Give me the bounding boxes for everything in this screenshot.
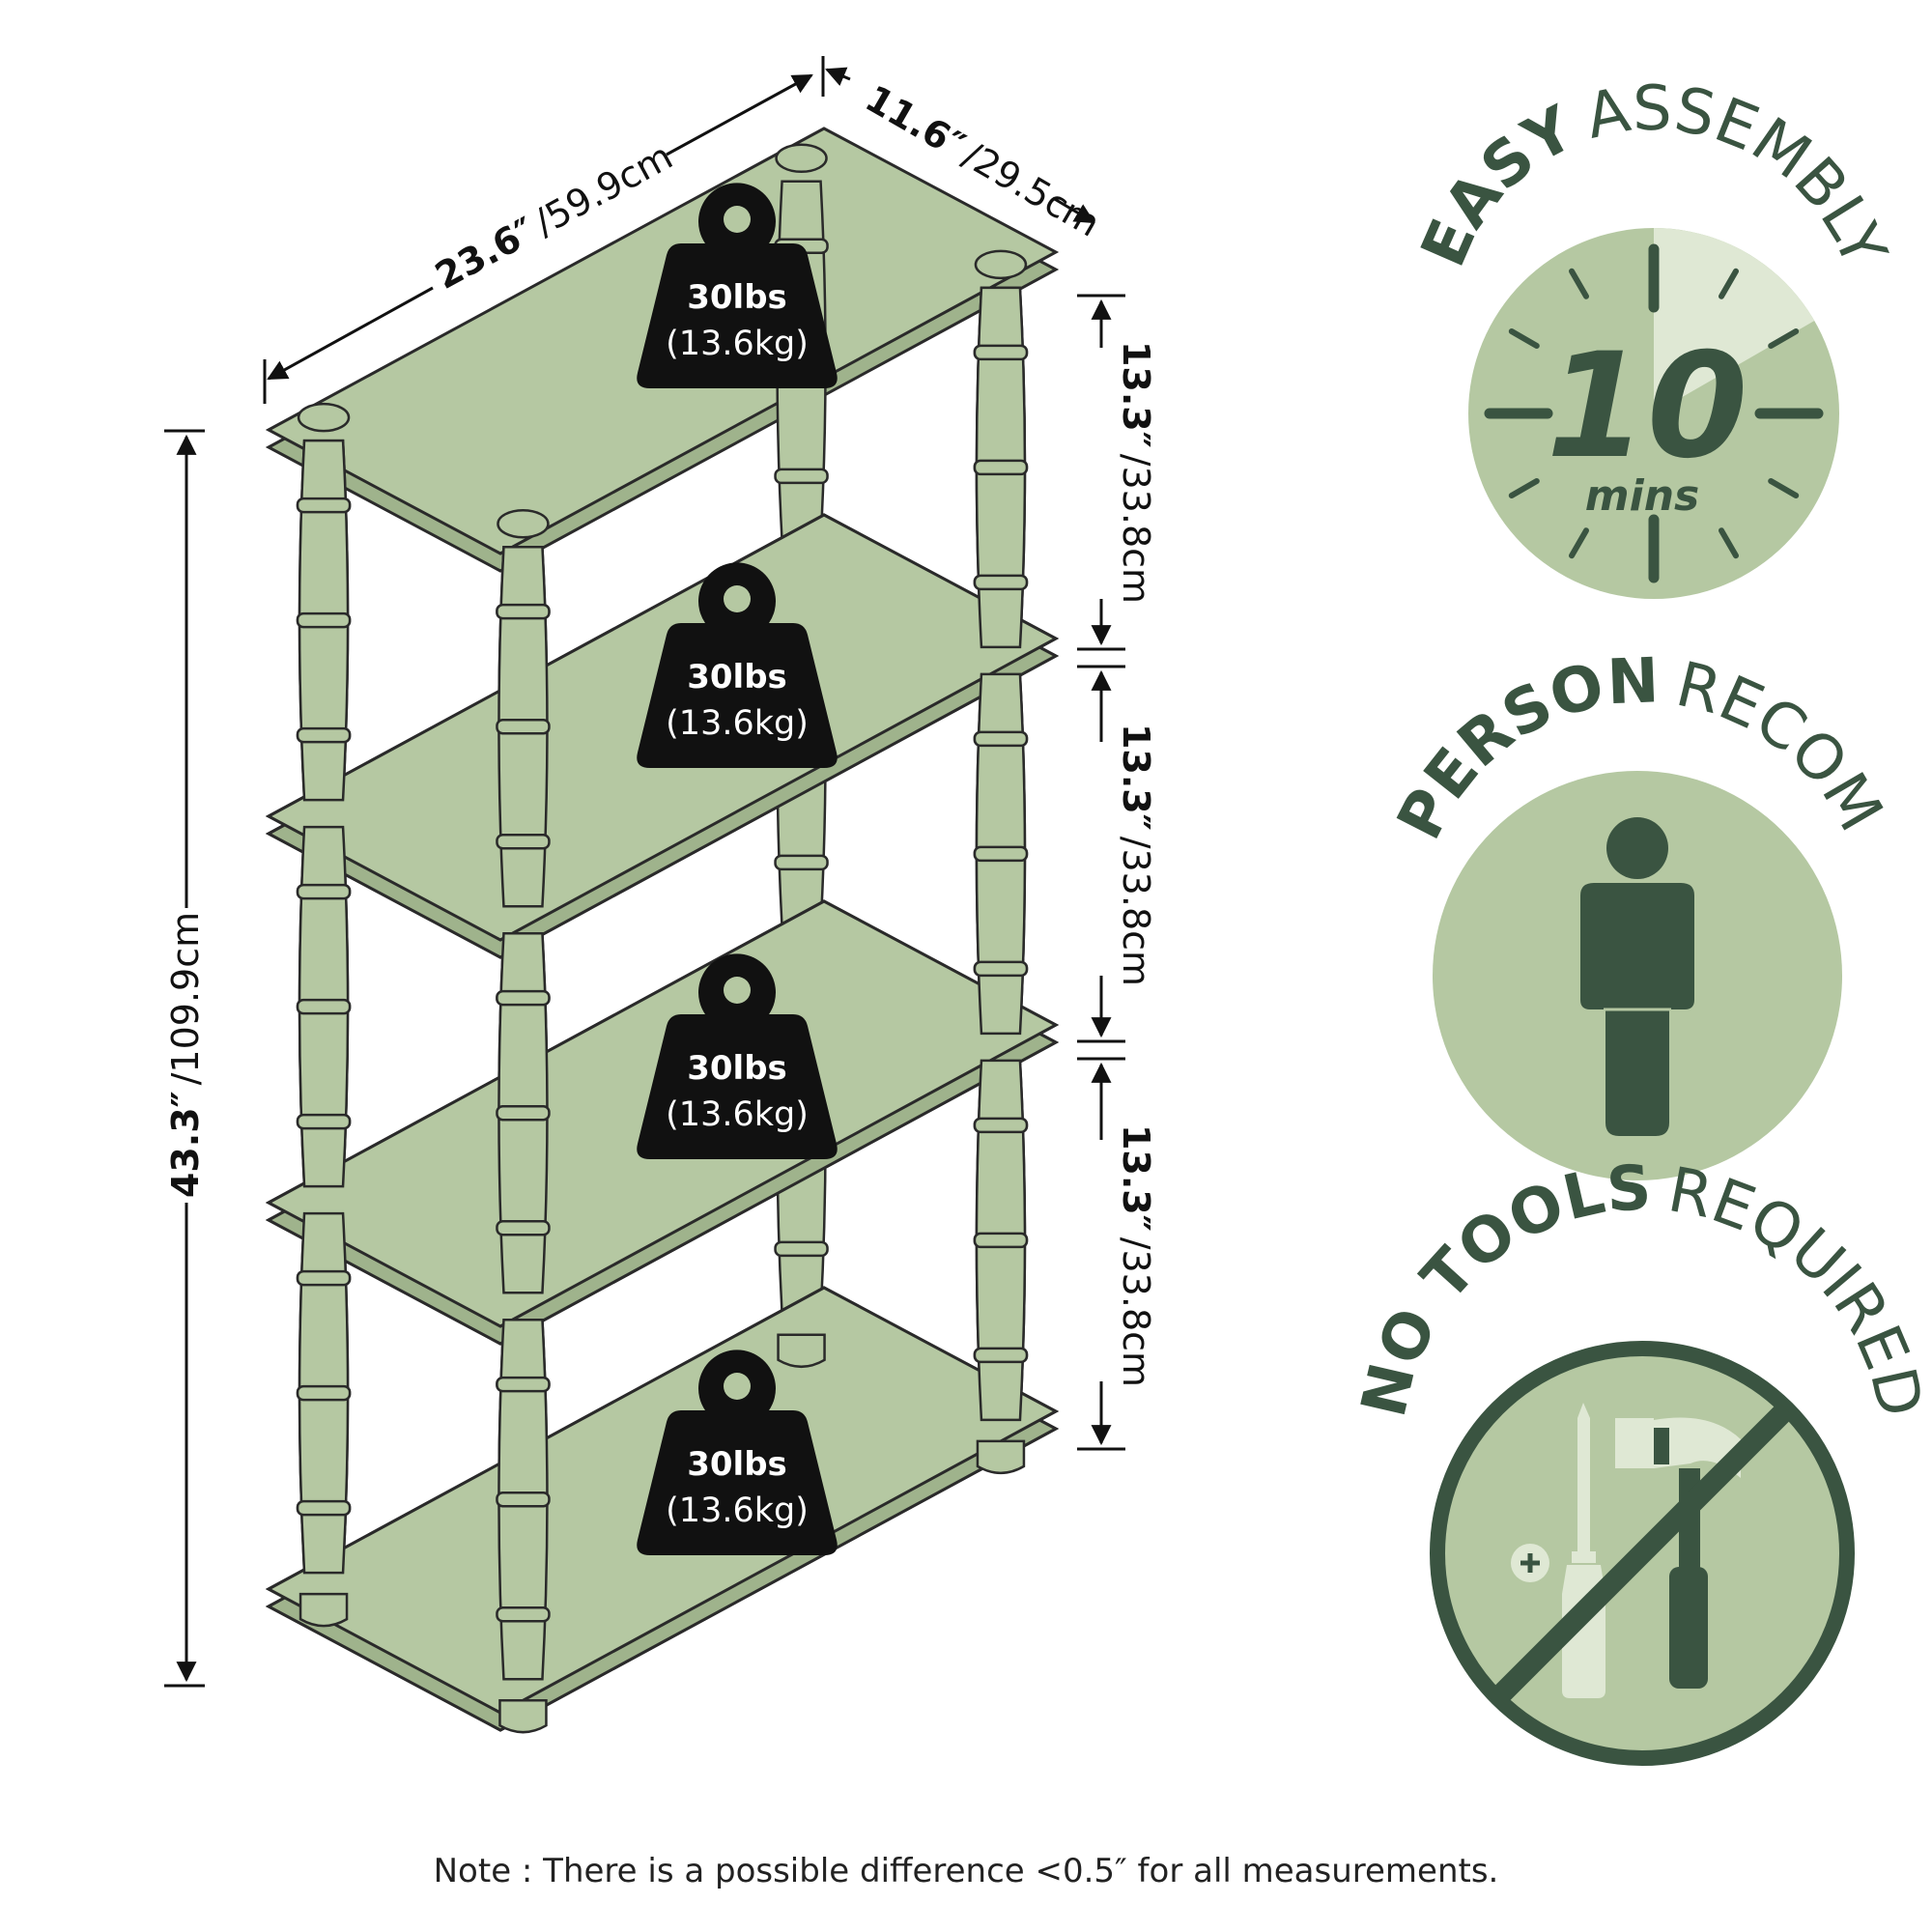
post-ring [774, 1240, 829, 1258]
load-lbs: 30lbs [687, 1049, 787, 1088]
post-ring [973, 845, 1029, 863]
load-kg: (13.6kg) [666, 325, 809, 363]
assembly-time-value: 10 [1547, 323, 1748, 491]
caption-bold: EASY [1408, 93, 1586, 276]
shelf-post [496, 1318, 551, 1681]
post-ring [296, 883, 352, 900]
timer-tick [1768, 478, 1800, 498]
post-ring [296, 1113, 352, 1130]
tier-spacing-label: 13.3″ /33.8cm [1115, 341, 1157, 604]
height-dimension-label: 43.3″ /109.9cm [164, 912, 207, 1198]
tier-spacing-label: 13.3″ /33.8cm [1115, 1124, 1157, 1387]
shelf-load-weight-icon: 30lbs (13.6kg) [637, 1350, 838, 1555]
timer-tick [1768, 328, 1800, 349]
post-ring [296, 1384, 352, 1402]
shelf-post [296, 825, 352, 1188]
tier-spacing-metric: /33.8cm [1115, 837, 1157, 986]
shelf-post [496, 931, 551, 1294]
timer-tick [1719, 527, 1739, 559]
post-ring [296, 611, 352, 629]
height-metric: /109.9cm [164, 912, 207, 1086]
post-ring [774, 468, 829, 485]
shelf-post [973, 1059, 1029, 1422]
timer-tick [1719, 268, 1739, 299]
post-ring [496, 1376, 551, 1393]
load-kg: (13.6kg) [666, 704, 809, 743]
easy-assembly-badge: 10 mins EASYASSEMBLY [1408, 73, 1900, 599]
post-ring [973, 344, 1029, 361]
timer-tick [1508, 328, 1540, 349]
shelf-post [296, 439, 352, 802]
post-ring [496, 603, 551, 620]
tier-spacing-imperial: 13.3″ [1115, 724, 1157, 831]
timer-icon [1484, 243, 1824, 583]
post-ring [973, 1232, 1029, 1249]
timer-tick [1569, 268, 1589, 299]
post-ring [496, 718, 551, 735]
post-ring [296, 497, 352, 514]
post-ring [973, 730, 1029, 748]
load-lbs: 30lbs [687, 658, 787, 696]
tier-spacing-metric: /33.8cm [1115, 454, 1157, 604]
tier-spacing-imperial: 13.3″ [1115, 1124, 1157, 1232]
shelf-foot [777, 1333, 826, 1369]
plus-screw-icon [1511, 1544, 1549, 1582]
load-lbs: 30lbs [687, 278, 787, 317]
dimension-lines [164, 56, 1125, 1688]
post-ring [973, 960, 1029, 978]
assembly-time-unit: mins [1585, 471, 1699, 521]
post-ring [496, 989, 551, 1007]
measurement-note: Note : There is a possible difference <0… [434, 1852, 1499, 1890]
post-cap [775, 143, 828, 174]
post-ring [296, 1499, 352, 1517]
post-cap [497, 508, 550, 539]
timer-progress-wedge [1654, 228, 1815, 413]
timer-tick [1508, 478, 1540, 498]
shelf-foot [976, 1439, 1026, 1475]
post-cap [974, 249, 1028, 280]
timer-tick [1569, 527, 1589, 559]
depth-imperial: 11.6″ [859, 77, 973, 167]
post-cap [297, 402, 351, 433]
shelf-load-weight-icon: 30lbs (13.6kg) [637, 953, 838, 1159]
post-ring [973, 574, 1029, 591]
shelf-load-weight-icon: 30lbs (13.6kg) [637, 562, 838, 768]
shelf-post [973, 672, 1029, 1036]
shelf-foot [298, 1592, 349, 1628]
post-ring [496, 1219, 551, 1236]
post-ring [774, 854, 829, 871]
tier-spacing-metric: /33.8cm [1115, 1237, 1157, 1387]
post-ring [496, 1104, 551, 1122]
post-ring [973, 1117, 1029, 1134]
post-ring [973, 459, 1029, 476]
tier-spacing-label: 13.3″ /33.8cm [1115, 724, 1157, 986]
post-ring [496, 1605, 551, 1623]
shelf-post [973, 286, 1029, 649]
post-ring [973, 1347, 1029, 1364]
shelf-load-weight-icon: 30lbs (13.6kg) [637, 183, 838, 388]
shelf-foot [498, 1698, 548, 1734]
load-lbs: 30lbs [687, 1445, 787, 1484]
post-ring [496, 833, 551, 850]
shelf-post [296, 1211, 352, 1575]
load-kg: (13.6kg) [666, 1095, 809, 1134]
prohibition-slash [1491, 1402, 1794, 1705]
post-ring [296, 1269, 352, 1287]
tier-spacing-imperial: 13.3″ [1115, 341, 1157, 448]
width-imperial: 23.6″ [428, 209, 542, 298]
post-ring [496, 1491, 551, 1508]
load-kg: (13.6kg) [666, 1492, 809, 1530]
post-ring [296, 726, 352, 744]
shelf-post [496, 545, 551, 908]
height-imperial: 43.3″ [164, 1091, 207, 1198]
post-ring [296, 998, 352, 1015]
